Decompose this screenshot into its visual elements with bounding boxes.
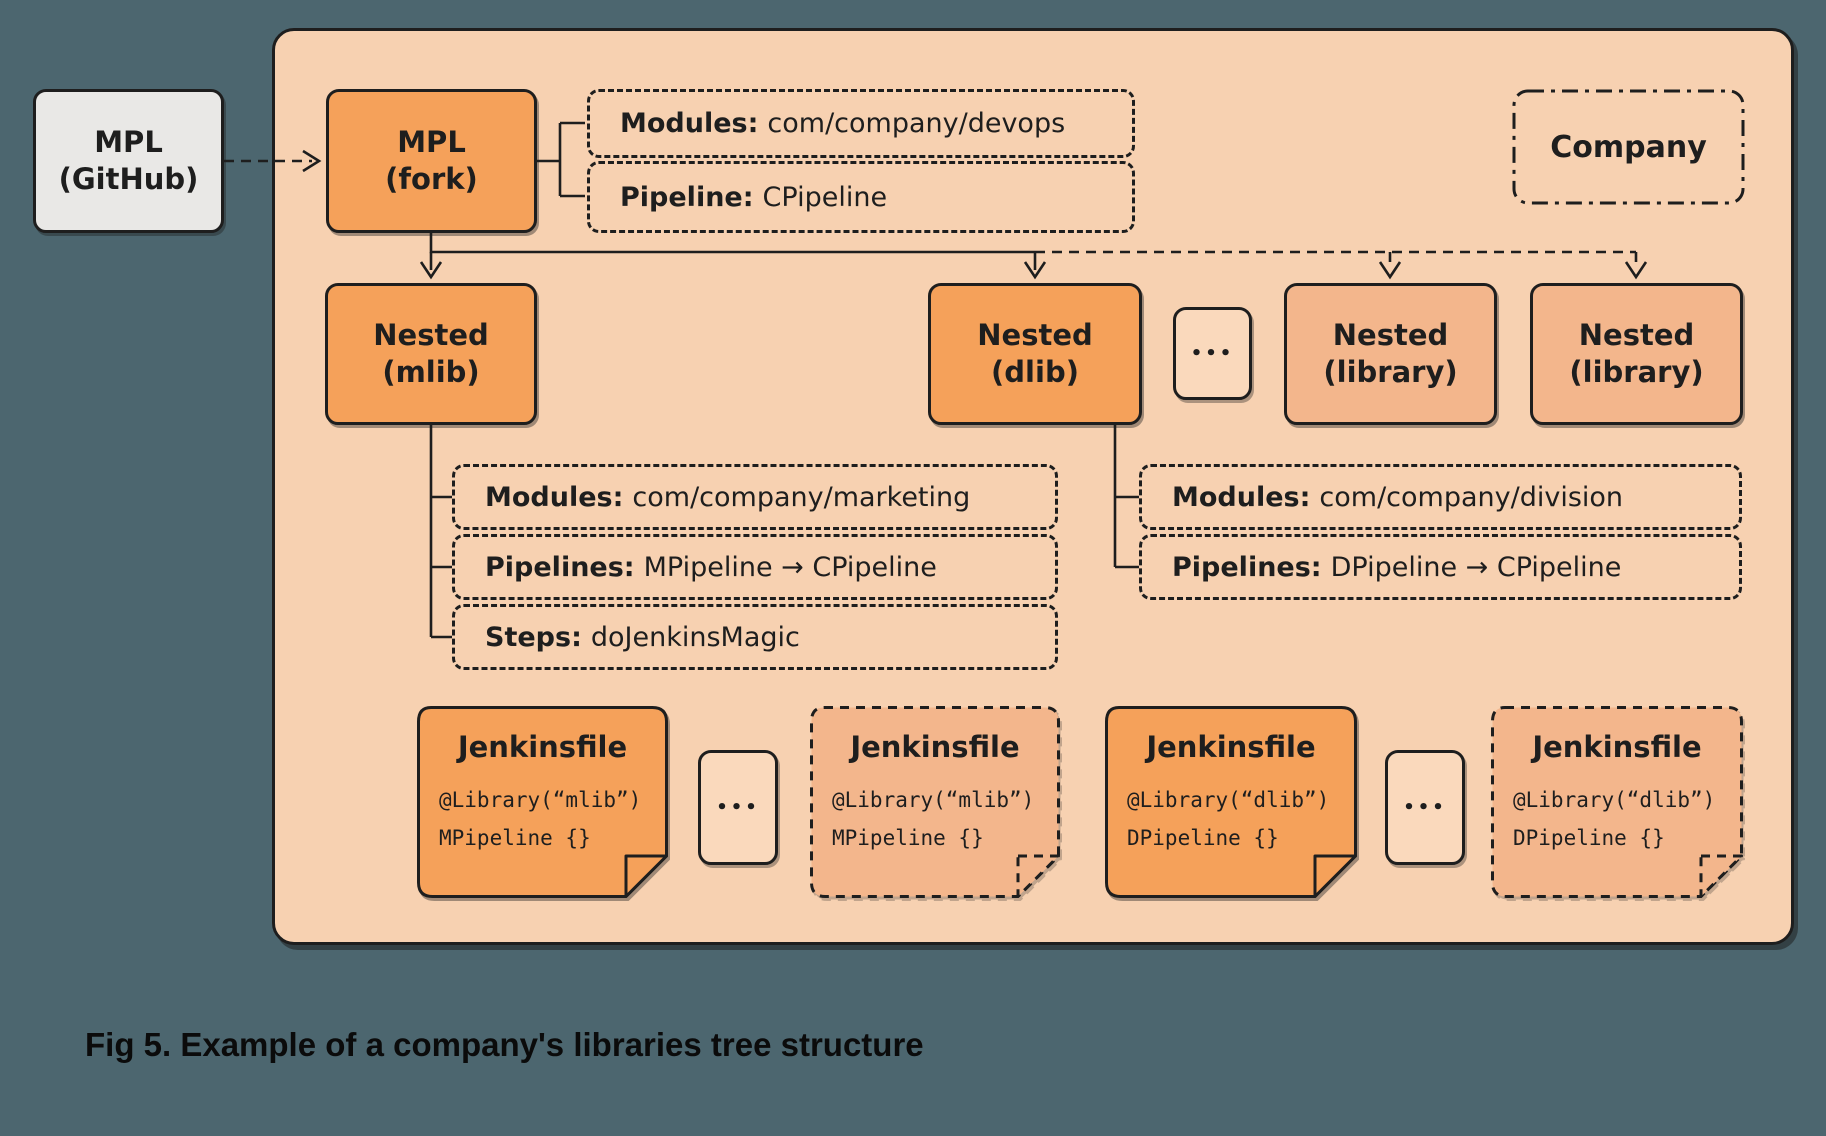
mlib-pipelines-box: Pipelines: MPipeline → CPipeline: [452, 534, 1058, 600]
jenkinsfile-code-pipeline: MPipeline {}: [832, 826, 984, 850]
dlib-modules-label: Modules:: [1172, 481, 1311, 513]
note-shape: [1105, 706, 1357, 898]
dlib-modules-box: Modules: com/company/division: [1139, 464, 1742, 530]
ellipsis-box-middle: •••: [1173, 307, 1252, 400]
nested-library2-node: Nested (library): [1530, 283, 1743, 425]
dlib-pipelines-label: Pipelines:: [1172, 551, 1322, 583]
jenkinsfile-code-library: @Library(“mlib”): [832, 788, 1035, 812]
fork-pipeline-label: Pipeline:: [620, 181, 754, 213]
jenkinsfile-code-pipeline: DPipeline {}: [1127, 826, 1279, 850]
dlib-pipelines-value: DPipeline → CPipeline: [1330, 551, 1622, 583]
nested-mlib-line1: Nested: [373, 318, 489, 352]
mlib-modules-label: Modules:: [485, 481, 624, 513]
fork-pipeline-box: Pipeline: CPipeline: [587, 161, 1135, 233]
nested-dlib-line2: (dlib): [991, 355, 1079, 389]
mpl-fork-line1: MPL: [397, 125, 466, 159]
fork-modules-box: Modules: com/company/devops: [587, 89, 1135, 158]
dlib-modules-value: com/company/division: [1319, 481, 1624, 513]
jenkinsfile-code-library: @Library(“dlib”): [1127, 788, 1330, 812]
mpl-github-line2: (GitHub): [58, 162, 199, 196]
mlib-steps-box: Steps: doJenkinsMagic: [452, 604, 1058, 670]
mlib-modules-value: com/company/marketing: [632, 481, 971, 513]
dlib-pipelines-box: Pipelines: DPipeline → CPipeline: [1139, 534, 1742, 600]
nested-dlib-line1: Nested: [977, 318, 1093, 352]
nested-library1-line1: Nested: [1332, 318, 1449, 352]
nested-mlib-line2: (mlib): [382, 355, 480, 389]
jenkinsfile-note-dlib-solid: Jenkinsfile @Library(“dlib”) DPipeline {…: [1105, 706, 1357, 898]
jenkinsfile-title: Jenkinsfile: [850, 730, 1020, 764]
mpl-fork-line2: (fork): [385, 162, 478, 196]
mlib-steps-label: Steps:: [485, 621, 582, 653]
fork-modules-value: com/company/devops: [767, 108, 1066, 139]
note-fold-corner: [624, 854, 668, 898]
fork-pipeline-value: CPipeline: [762, 181, 888, 213]
jenkinsfile-title: Jenkinsfile: [1146, 730, 1316, 764]
ellipsis-box-jenkinsfiles-m: •••: [698, 750, 778, 865]
mpl-fork-node: MPL (fork): [326, 89, 537, 233]
mlib-pipelines-value: MPipeline → CPipeline: [643, 551, 937, 583]
nested-library2-line1: Nested: [1578, 318, 1695, 352]
nested-mlib-node: Nested (mlib): [325, 283, 537, 425]
mpl-github-node: MPL (GitHub): [33, 89, 224, 233]
figure-caption: Fig 5. Example of a company's libraries …: [85, 1026, 924, 1063]
note-fold-corner: [1313, 854, 1357, 898]
ellipsis-box-jenkinsfiles-d: •••: [1385, 750, 1465, 865]
jenkinsfile-note-mlib-dashed: Jenkinsfile @Library(“mlib”) MPipeline {…: [810, 706, 1060, 898]
jenkinsfile-note-mlib-solid: Jenkinsfile @Library(“mlib”) MPipeline {…: [417, 706, 668, 898]
jenkinsfile-title: Jenkinsfile: [1532, 730, 1702, 764]
note-shape: [810, 706, 1060, 898]
company-label: Company: [1550, 129, 1707, 165]
mpl-github-line1: MPL: [94, 125, 163, 159]
jenkinsfile-note-dlib-dashed: Jenkinsfile @Library(“dlib”) DPipeline {…: [1491, 706, 1743, 898]
fork-modules-label: Modules:: [620, 108, 759, 139]
note-shape: [417, 706, 668, 898]
note-fold-corner: [1699, 854, 1743, 898]
jenkinsfile-code-library: @Library(“mlib”): [439, 788, 642, 812]
mlib-pipelines-label: Pipelines:: [485, 551, 635, 583]
jenkinsfile-code-pipeline: MPipeline {}: [439, 826, 591, 850]
jenkinsfile-title: Jenkinsfile: [457, 730, 628, 764]
note-shape: [1491, 706, 1743, 898]
mlib-modules-box: Modules: com/company/marketing: [452, 464, 1058, 530]
jenkinsfile-code-library: @Library(“dlib”): [1513, 788, 1716, 812]
note-fold-corner: [1016, 854, 1060, 898]
jenkinsfile-code-pipeline: DPipeline {}: [1513, 826, 1665, 850]
mlib-steps-value: doJenkinsMagic: [590, 621, 800, 653]
nested-library1-node: Nested (library): [1284, 283, 1497, 425]
nested-library1-line2: (library): [1323, 355, 1458, 389]
nested-dlib-node: Nested (dlib): [928, 283, 1142, 425]
nested-library2-line2: (library): [1569, 355, 1704, 389]
